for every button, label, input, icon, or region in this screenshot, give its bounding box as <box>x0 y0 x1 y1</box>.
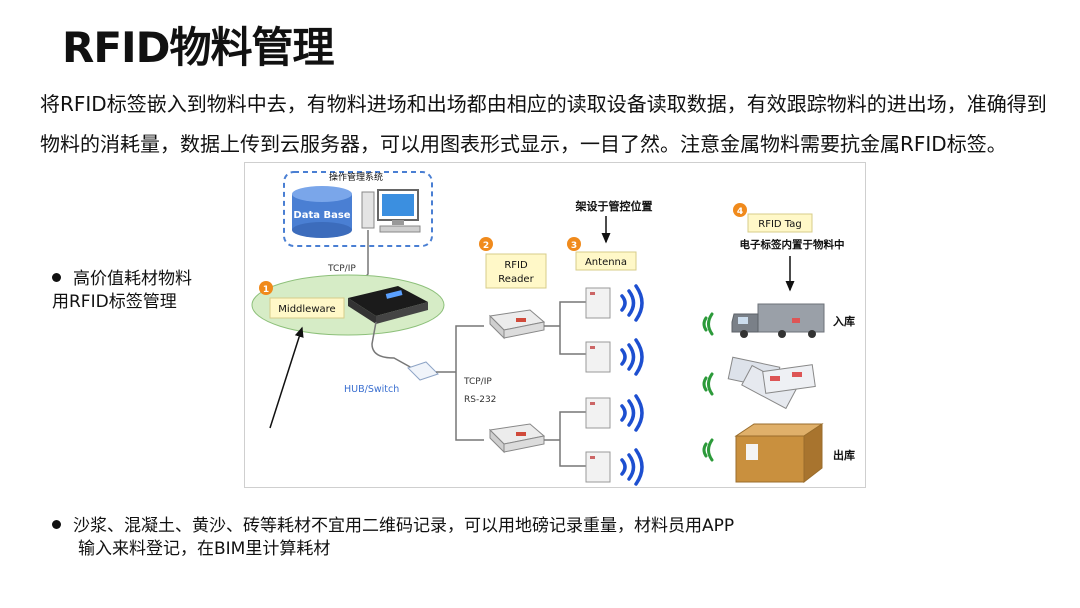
radio-wave-icon <box>620 394 644 432</box>
truck-icon <box>731 303 825 338</box>
radio-wave-icon <box>620 448 644 486</box>
radio-wave-icon <box>620 338 644 376</box>
management-system-box <box>283 171 433 247</box>
link-tcpip-label: TCP/IP <box>463 377 492 387</box>
middleware-pointer-arrow <box>269 326 304 429</box>
tcpip-top-label: TCP/IP <box>327 264 356 274</box>
tag-label: RFID Tag <box>758 219 801 230</box>
antenna-icon <box>585 287 611 319</box>
badge-1-icon <box>259 281 273 295</box>
rfid-tags-icon <box>727 356 816 410</box>
badge-4-number: 4 <box>737 207 743 217</box>
middleware-label-box <box>269 297 345 319</box>
computer-icon <box>361 189 421 233</box>
rfid-reader-icon <box>488 423 546 454</box>
database-icon <box>292 186 352 238</box>
rfid-reader-icon <box>488 309 546 340</box>
page-title: RFID物料管理 <box>62 23 335 72</box>
outbound-label: 出库 <box>833 448 855 462</box>
hub-switch-icon <box>407 361 439 381</box>
cable-middleware-to-hub <box>371 321 413 369</box>
database-label: Data Base <box>293 210 350 221</box>
tag-signal-icon <box>702 312 714 336</box>
bullet-high-value-line1: 高价值耗材物料 <box>73 269 192 289</box>
bullet-bulk-materials: 沙浆、混凝土、黄沙、砖等耗材不宜用二维码记录，可以用地磅记录重量，材料员用APP… <box>52 515 932 561</box>
management-system-label: 操作管理系统 <box>329 171 383 183</box>
badge-2-number: 2 <box>483 241 489 251</box>
badge-1-number: 1 <box>263 285 269 295</box>
badge-3-icon <box>567 237 581 251</box>
bullet-dot-icon <box>52 272 61 282</box>
antenna-label: Antenna <box>585 257 627 268</box>
bullet-bulk-line2: 输入来料登记，在BIM里计算耗材 <box>78 539 331 559</box>
hub-switch-label: HUB/Switch <box>344 384 399 395</box>
tag-note: 电子标签内置于物料中 <box>740 238 845 251</box>
intro-paragraph: 将RFID标签嵌入到物料中去，有物料进场和出场都由相应的读取设备读取数据，有效跟… <box>40 92 1047 156</box>
reader-label-line1: RFID <box>504 260 528 271</box>
radio-wave-icon <box>620 284 644 322</box>
badge-4-icon <box>733 203 747 217</box>
tag-label-box <box>747 213 813 233</box>
bullet-bulk-line1: 沙浆、混凝土、黄沙、砖等耗材不宜用二维码记录，可以用地磅记录重量，材料员用APP <box>73 516 735 536</box>
bullet-high-value-line2: 用RFID标签管理 <box>52 292 177 312</box>
antenna-icon <box>585 451 611 483</box>
antenna-icon <box>585 341 611 373</box>
link-rs232-label: RS-232 <box>464 395 496 405</box>
middleware-label: Middleware <box>278 304 335 315</box>
tag-signal-icon <box>702 372 714 396</box>
cargo-box-icon <box>734 423 824 484</box>
antenna-icon <box>585 397 611 429</box>
rfid-system-diagram: 操作管理系统 Data Base TCP/IP 1 Middleware <box>244 162 866 488</box>
reader-label-line2: Reader <box>498 274 534 285</box>
antenna-label-box <box>575 251 637 271</box>
reader-label-box <box>485 253 547 289</box>
bullet-high-value: 高价值耗材物料 用RFID标签管理 <box>52 268 242 314</box>
management-system-group: 操作管理系统 Data Base <box>283 171 433 247</box>
badge-2-icon <box>479 237 493 251</box>
mount-note: 架设于管控位置 <box>575 199 653 213</box>
tag-signal-icon <box>702 438 714 462</box>
middleware-device-icon <box>348 286 428 324</box>
cable-hub-to-readers <box>436 325 484 441</box>
cable-readers-to-antennas <box>544 301 586 467</box>
inbound-label: 入库 <box>833 314 855 328</box>
bullet-dot-icon <box>52 519 61 529</box>
badge-3-number: 3 <box>571 241 577 251</box>
